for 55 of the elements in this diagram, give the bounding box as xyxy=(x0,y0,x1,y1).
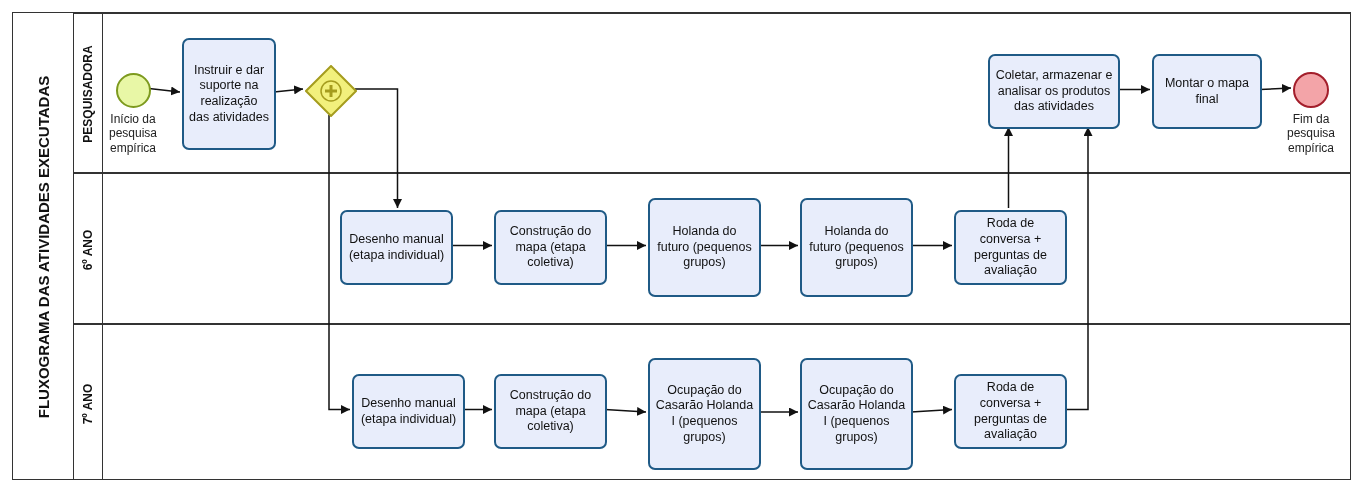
task-box xyxy=(494,374,607,449)
task-label: Roda de conversa + perguntas de avaliação xyxy=(973,380,1048,443)
lane-title: 7º ANO xyxy=(81,383,95,424)
task-box xyxy=(648,358,761,470)
task-label: Roda de conversa + perguntas de avaliação xyxy=(973,216,1048,279)
start-event-circle xyxy=(116,73,151,108)
task-label: Ocupação do Casarão Holanda I (pequenos grupos) xyxy=(655,382,754,446)
task-box xyxy=(340,210,453,285)
pool-frame xyxy=(12,12,1351,480)
task-label: Instruir e dar suporte na realização das atividades xyxy=(189,62,269,126)
sequence-arrow xyxy=(910,405,953,415)
parallel-gateway-diamond xyxy=(305,65,357,117)
swimlane xyxy=(73,13,1351,173)
sequence-arrow xyxy=(604,241,647,250)
lane-title: PESQUISADORA xyxy=(81,45,95,143)
task-box xyxy=(988,54,1120,129)
task-box xyxy=(954,374,1067,449)
task-box xyxy=(800,358,913,470)
task-box xyxy=(352,374,465,449)
sequence-arrow xyxy=(328,114,351,414)
lane-title: 6º ANO xyxy=(81,229,95,270)
sequence-arrow xyxy=(1004,126,1013,209)
task-box xyxy=(648,198,761,297)
task-box xyxy=(954,210,1067,285)
sequence-arrow xyxy=(758,407,799,417)
task-label: Ocupação do Casarão Holanda I (pequenos grupos) xyxy=(807,382,906,446)
sequence-arrow xyxy=(604,406,647,416)
sequence-arrow xyxy=(450,241,493,250)
sequence-arrow xyxy=(1117,85,1151,94)
event-label: Início da pesquisa empírica xyxy=(107,112,158,156)
task-box xyxy=(494,210,607,285)
task-label: Construção do mapa (etapa coletiva) xyxy=(508,224,593,271)
sequence-arrow xyxy=(1064,126,1093,411)
task-label: Desenho manual (etapa individual) xyxy=(359,395,458,428)
swimlane xyxy=(73,324,1351,480)
task-box xyxy=(1152,54,1262,129)
sequence-arrow xyxy=(910,241,953,250)
sequence-arrow xyxy=(758,241,799,250)
task-box xyxy=(182,38,276,150)
sequence-arrow xyxy=(354,88,402,209)
event-label: Fim da pesquisa empírica xyxy=(1285,112,1336,156)
sequence-arrow xyxy=(148,86,181,96)
swimlane xyxy=(73,173,1351,324)
task-box xyxy=(800,198,913,297)
sequence-arrow xyxy=(1259,83,1292,93)
task-label: Holanda do futuro (pequenos grupos) xyxy=(656,224,753,271)
task-label: Construção do mapa (etapa coletiva) xyxy=(508,388,593,435)
task-label: Montar o mapa final xyxy=(1163,75,1251,108)
task-label: Holanda do futuro (pequenos grupos) xyxy=(808,224,905,271)
task-label: Coletar, armazenar e analisar os produtos das atividades xyxy=(995,68,1113,115)
task-label: Desenho manual (etapa individual) xyxy=(347,231,446,264)
sequence-arrow xyxy=(273,85,304,95)
pool-title: FLUXOGRAMA DAS ATIVIDADES EXECUTADAS xyxy=(34,75,52,419)
end-event-circle xyxy=(1293,72,1329,108)
sequence-arrow xyxy=(462,405,493,414)
